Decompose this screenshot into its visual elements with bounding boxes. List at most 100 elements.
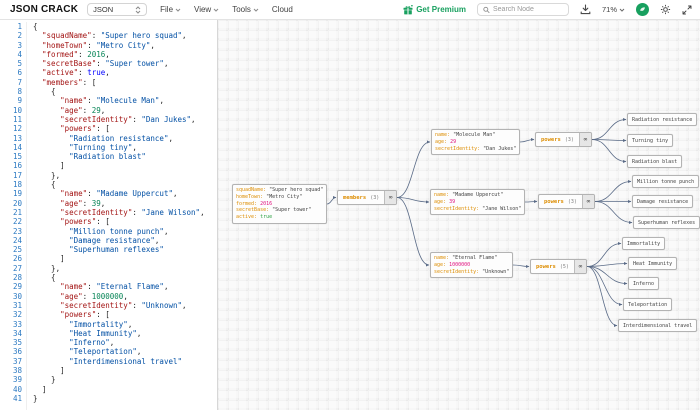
graph-node-p3[interactable]: powers(5)∞ — [530, 259, 587, 274]
graph-edge — [512, 264, 530, 269]
line-number: 41 — [12, 393, 22, 403]
collapse-node-button[interactable]: ∞ — [581, 195, 594, 208]
graph-node-l4[interactable]: Million tonne punch — [632, 175, 700, 188]
line-number: 11 — [12, 114, 22, 124]
code-line: "members": [ — [42, 77, 97, 87]
code-line: "Turning tiny", — [69, 142, 137, 152]
collapse-node-button[interactable]: ∞ — [573, 260, 586, 273]
graph-node-p1[interactable]: powers(3)∞ — [535, 132, 592, 147]
node-key: age: — [435, 138, 448, 145]
line-number: 19 — [12, 189, 22, 199]
select-updown-icon — [135, 5, 141, 14]
menu-view[interactable]: View — [194, 5, 219, 14]
line-number: 9 — [17, 96, 22, 106]
collapse-node-button[interactable]: ∞ — [384, 191, 397, 204]
graph-edge — [396, 140, 431, 198]
menu-tools[interactable]: Tools — [232, 5, 259, 14]
fullscreen-button[interactable] — [682, 5, 692, 15]
graph-edge — [586, 266, 628, 286]
search-node-box[interactable] — [476, 3, 569, 16]
node-row: secretIdentity: "Jane Wilson" — [434, 205, 522, 212]
format-select[interactable]: JSON — [87, 3, 148, 16]
node-row: secretIdentity: "Dan Jukes" — [435, 145, 517, 152]
node-key: age: — [434, 261, 447, 268]
graph-node-l6[interactable]: Superhuman reflexes — [633, 216, 700, 229]
code-line: { — [33, 180, 56, 190]
search-icon — [483, 6, 490, 13]
code-line: ] — [33, 254, 65, 264]
get-premium-button[interactable]: Get Premium — [403, 4, 466, 15]
graph-edge — [591, 139, 627, 164]
graph-node-l8[interactable]: Heat Immunity — [628, 257, 678, 270]
line-number: 25 — [12, 245, 22, 255]
node-key: secretIdentity: — [434, 205, 480, 212]
line-number: 8 — [17, 87, 22, 97]
code-line: "Teleportation", — [69, 347, 142, 357]
node-row: name: "Eternal Flame" — [434, 255, 498, 261]
zoom-control[interactable]: 71% — [602, 5, 625, 14]
editor-code[interactable]: { "squadName": "Super hero squad", "home… — [26, 22, 217, 410]
node-row: secretBase: "Super tower" — [236, 207, 312, 214]
graph-canvas[interactable]: squadName: "Super hero squad"homeTown: "… — [218, 20, 700, 410]
node-row: name: "Molecule Man" — [435, 132, 496, 138]
line-number: 6 — [17, 68, 22, 78]
node-row: squadName: "Super hero squad" — [236, 187, 324, 193]
avatar-mark-icon — [640, 7, 645, 11]
line-number: 38 — [12, 365, 22, 375]
graph-edge — [594, 201, 633, 225]
code-line: "powers": [ — [60, 124, 110, 134]
graph-node-members[interactable]: members(3)∞ — [337, 190, 398, 205]
node-key: age: — [434, 198, 447, 205]
graph-edge — [594, 179, 632, 202]
line-number: 30 — [12, 291, 22, 301]
user-avatar[interactable] — [636, 3, 649, 16]
graph-node-l11[interactable]: Interdimensional travel — [618, 319, 698, 332]
code-line: "squadName": "Super hero squad", — [42, 31, 187, 41]
chevron-down-icon — [175, 8, 181, 12]
menu-cloud[interactable]: Cloud — [272, 5, 293, 14]
code-line: "Inferno", — [69, 338, 115, 348]
node-row: name: "Madame Uppercut" — [434, 192, 504, 198]
search-node-input[interactable] — [492, 6, 563, 13]
line-number: 16 — [12, 161, 22, 171]
node-key: squadName: — [236, 187, 267, 193]
graph-node-l9[interactable]: Inferno — [628, 277, 660, 290]
line-number: 36 — [12, 347, 22, 357]
chevron-down-icon — [619, 8, 625, 12]
graph-node-l3[interactable]: Radiation blast — [627, 155, 683, 168]
download-button[interactable] — [580, 4, 591, 15]
node-row: secretIdentity: "Unknown" — [434, 268, 510, 275]
code-line: { — [33, 273, 56, 283]
line-number: 12 — [12, 124, 22, 134]
line-number: 22 — [12, 217, 22, 227]
graph-node-l7[interactable]: Immortality — [622, 237, 666, 250]
graph-edge — [396, 197, 430, 204]
child-count: (3) — [370, 194, 380, 201]
graph-node-l5[interactable]: Damage resistance — [632, 195, 694, 208]
collapse-node-button[interactable]: ∞ — [578, 133, 591, 146]
code-line: "Heat Immunity", — [69, 328, 142, 338]
menu-bar: File View Tools Cloud — [160, 5, 293, 14]
line-number: 31 — [12, 300, 22, 310]
graph-node-root[interactable]: squadName: "Super hero squad"homeTown: "… — [232, 184, 328, 224]
graph-node-l1[interactable]: Radiation resistance — [627, 113, 698, 126]
code-line: "secretIdentity": "Dan Jukes", — [60, 114, 196, 124]
graph-node-l2[interactable]: Turning tiny — [627, 134, 674, 147]
menu-file[interactable]: File — [160, 5, 181, 14]
settings-button[interactable] — [660, 4, 671, 15]
parent-node-label: powers — [544, 198, 564, 205]
graph-node-p2[interactable]: powers(3)∞ — [538, 194, 595, 209]
graph-node-l10[interactable]: Teleportation — [623, 298, 673, 311]
line-number: 33 — [12, 319, 22, 329]
download-icon — [580, 4, 591, 15]
line-number: 34 — [12, 328, 22, 338]
code-line: "name": "Madame Uppercut", — [60, 189, 178, 199]
graph-edge — [396, 197, 430, 267]
code-line: "Damage resistance", — [69, 235, 160, 245]
line-number: 13 — [12, 133, 22, 143]
